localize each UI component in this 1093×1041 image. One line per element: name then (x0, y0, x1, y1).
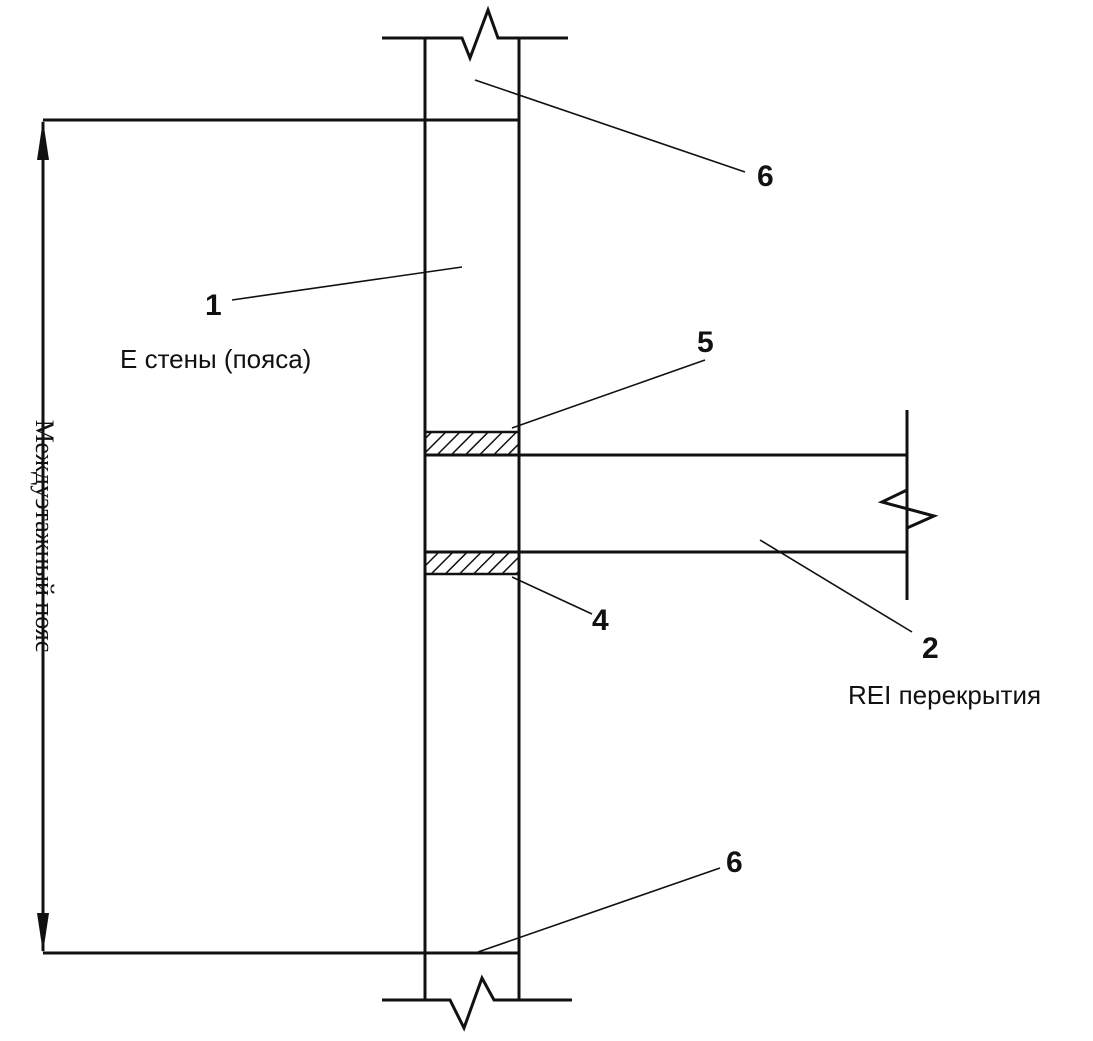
leader-5 (511, 359, 706, 429)
label-5: 5 (697, 326, 714, 359)
dimension-caption: Междуэтажный пояс (30, 420, 59, 653)
floor-caption: REI перекрытия (848, 680, 1041, 710)
bottom-break-line (382, 974, 572, 1032)
dimension-line (37, 120, 49, 953)
label-1: 1 (205, 289, 222, 322)
leader-2 (759, 539, 913, 633)
label-6-bottom: 6 (726, 846, 743, 879)
label-6-top: 6 (757, 160, 774, 193)
seal-bottom (423, 550, 521, 576)
leader-4 (511, 576, 593, 615)
label-4: 4 (592, 604, 609, 637)
wall (423, 38, 521, 1000)
seal-top (423, 430, 521, 457)
label-2: 2 (922, 632, 939, 665)
leader-6-bottom (477, 867, 721, 953)
leader-1 (231, 266, 463, 301)
leader-6-top (474, 79, 746, 173)
wall-caption: E стены (пояса) (120, 344, 311, 374)
top-break-line (382, 5, 568, 63)
